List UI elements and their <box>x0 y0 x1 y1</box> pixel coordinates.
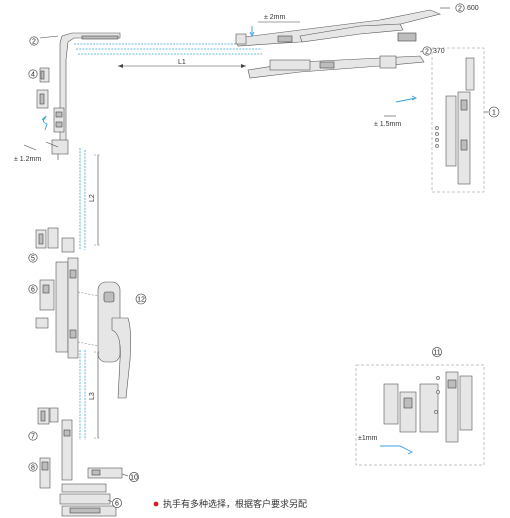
callout-2-370 <box>422 46 432 56</box>
tol-2mm-label: ± 2mm <box>264 14 286 21</box>
callout-2-top-left <box>29 36 39 46</box>
note-bullet <box>153 501 159 507</box>
hinge-detail-box-1 <box>431 47 488 193</box>
dim-l3-label: L3 <box>89 392 96 400</box>
window-handle <box>97 281 131 399</box>
dim-l1-label: L1 <box>178 59 186 66</box>
top-left-corner-drive <box>39 32 121 160</box>
adjust-arrow-hinge <box>395 95 418 103</box>
callout-4 <box>28 69 38 79</box>
callout-2-370-label: 2 <box>425 49 429 56</box>
stay-arm-600 <box>235 7 450 47</box>
hinge-detail-box-11 <box>355 364 485 466</box>
callout-2-600 <box>455 3 465 13</box>
note-text: 执手有多种选择，根据客户要求另配 <box>163 498 307 510</box>
vertical-rod-l2 <box>79 148 100 250</box>
middle-keepers <box>35 227 75 253</box>
dimension-tol-1-2mm <box>23 141 59 151</box>
callout-2-top-left-label: 2 <box>32 39 36 46</box>
callout-2-600-label: 2 <box>458 6 462 13</box>
dim-l2-label: L2 <box>89 194 96 202</box>
tol-1-2mm-label: ± 1.2mm <box>14 156 41 163</box>
size-370-label: 370 <box>433 48 445 55</box>
adjust-arrow-upper <box>41 115 48 131</box>
callout-11-label: 11 <box>433 350 440 357</box>
tol-1mm-label: ±1mm <box>358 435 378 442</box>
callout-8-label: 8 <box>31 465 35 472</box>
top-connecting-rod-dashed <box>74 43 262 55</box>
callout-6-bottom-label: 6 <box>115 501 119 508</box>
callout-8 <box>28 462 38 472</box>
size-600-label: 600 <box>467 5 479 12</box>
callout-10 <box>129 472 139 482</box>
dimension-l1 <box>118 64 246 68</box>
callout-11 <box>432 347 442 357</box>
keeper-8 <box>39 457 51 489</box>
handle-leader <box>77 291 99 347</box>
keeper-4 <box>36 67 50 109</box>
adjust-arrow-11 <box>380 445 414 455</box>
callout-12 <box>135 293 147 305</box>
upper-lock-block <box>51 107 69 155</box>
part-10-plate <box>87 467 129 479</box>
callout-4-label: 4 <box>31 72 35 79</box>
tol-1-5mm-label: ± 1.5mm <box>374 121 401 128</box>
gearbox-lock <box>35 257 79 359</box>
lower-keepers <box>37 407 73 481</box>
bottom-corner-drive <box>59 483 117 517</box>
callout-1-label: 1 <box>492 110 496 117</box>
callout-1 <box>488 106 500 118</box>
adjust-arrow-top <box>249 26 255 38</box>
callout-12-label: 12 <box>137 297 145 304</box>
callout-5 <box>28 253 38 263</box>
callout-7-label: 7 <box>31 434 35 441</box>
callout-5-label: 5 <box>31 256 35 263</box>
callout-10-label: 10 <box>130 475 138 482</box>
callout-6-middle-label: 6 <box>31 287 35 294</box>
callout-6-bottom <box>112 498 122 508</box>
vertical-rod-l3 <box>79 350 100 440</box>
callout-6-middle <box>28 284 38 294</box>
stay-arm-370 <box>247 49 433 79</box>
callout-7 <box>28 431 38 441</box>
